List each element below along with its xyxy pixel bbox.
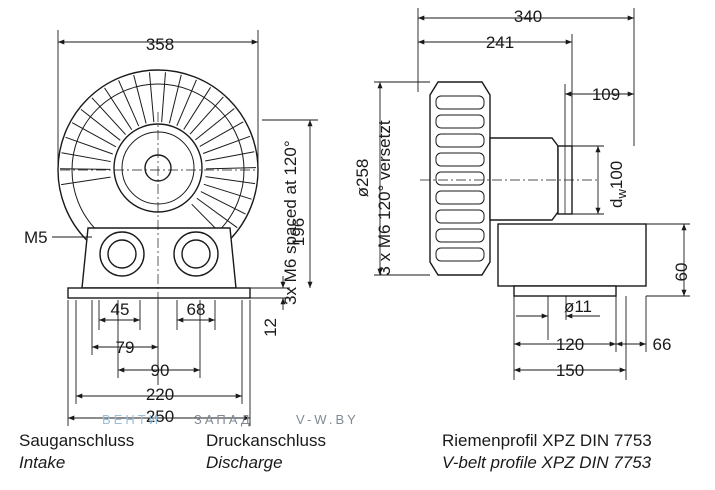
dim-196: 196 xyxy=(289,218,308,246)
front-dimensions xyxy=(52,30,318,426)
dim-12: 12 xyxy=(261,318,280,337)
dim-90: 90 xyxy=(151,361,170,380)
belt-label-de: Riemenprofil XPZ DIN 7753 xyxy=(442,431,652,450)
watermark-part3: V-W.BY xyxy=(296,412,359,427)
side-motor xyxy=(489,137,559,221)
front-dimension-labels: 358 M5 45 68 79 90 220 250 12 196 3x M6 … xyxy=(24,35,308,426)
dim-bolt-pattern-de: 3 x M6 120° versetzt xyxy=(375,120,394,275)
intake-caption: Sauganschluss Intake xyxy=(19,430,134,474)
dim-dw-symbol: d xyxy=(607,199,626,208)
belt-label-en: V-belt profile XPZ DIN 7753 xyxy=(442,453,652,472)
cooling-fins xyxy=(60,72,256,241)
dim-dw-subscript: w xyxy=(614,189,629,200)
dim-bolt-pattern-en: 3x M6 spaced at 120° xyxy=(281,140,300,305)
watermark: ВЕНТИ ЗАПАД V-W.BY xyxy=(102,412,359,427)
discharge-caption: Druckanschluss Discharge xyxy=(206,430,326,474)
side-base-box xyxy=(497,223,647,287)
dim-diameter-258: ø258 xyxy=(353,159,372,198)
side-base-foot xyxy=(513,285,617,297)
dim-m5: M5 xyxy=(24,228,48,247)
side-dimensions xyxy=(374,8,690,380)
dim-hole-11: ø11 xyxy=(564,297,592,316)
dim-220: 220 xyxy=(146,385,174,404)
dim-66: 66 xyxy=(653,335,672,354)
watermark-part1: ВЕНТИ xyxy=(102,412,161,427)
side-view xyxy=(420,81,647,297)
side-housing xyxy=(429,81,491,276)
dim-45: 45 xyxy=(111,300,130,319)
side-cooling-fins xyxy=(435,95,485,262)
dim-109: 109 xyxy=(592,85,620,104)
side-dimension-labels: 340 241 109 dw100 ø258 3 x M6 120° verse… xyxy=(353,7,691,380)
dim-358: 358 xyxy=(146,35,174,54)
dim-241: 241 xyxy=(486,33,514,52)
dim-dw-value: 100 xyxy=(607,161,626,189)
dim-150: 150 xyxy=(556,361,584,380)
discharge-label-de: Druckanschluss xyxy=(206,431,326,450)
intake-label-de: Sauganschluss xyxy=(19,431,135,450)
front-view xyxy=(57,69,259,300)
dim-79: 79 xyxy=(116,338,135,357)
dim-68: 68 xyxy=(187,300,206,319)
dim-60: 60 xyxy=(672,263,691,282)
intake-label-en: Intake xyxy=(19,453,66,472)
dim-120: 120 xyxy=(556,335,584,354)
dim-dw100: dw100 xyxy=(607,161,629,208)
watermark-part2: ЗАПАД xyxy=(194,412,253,427)
discharge-label-en: Discharge xyxy=(206,453,283,472)
dim-340: 340 xyxy=(514,7,542,26)
base-plate xyxy=(67,287,251,299)
dim-250: 250 xyxy=(146,407,174,426)
belt-caption: Riemenprofil XPZ DIN 7753 V-belt profile… xyxy=(442,430,652,474)
